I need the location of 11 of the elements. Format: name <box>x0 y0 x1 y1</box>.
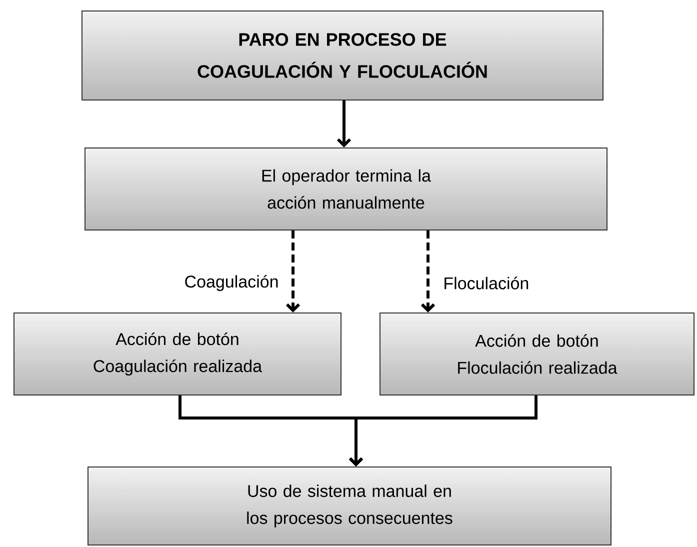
arrow <box>348 396 538 466</box>
process-box: PARO EN PROCESO DE COAGULACIÓN Y FLOCULACIÓN <box>82 10 604 100</box>
arrow <box>420 230 436 312</box>
process-box: El operador termina la acción manualmente <box>84 148 608 230</box>
process-box: Uso de sistema manual en los procesos consecuentes <box>88 466 612 546</box>
edge-label: Coagulación <box>183 274 280 292</box>
edge-label: Floculación <box>442 276 530 290</box>
arrow <box>336 100 352 148</box>
process-box: Acción de botón Floculación realizada <box>380 312 694 396</box>
arrow <box>286 230 300 312</box>
process-box: Acción de botón Coagulación realizada <box>14 312 342 396</box>
